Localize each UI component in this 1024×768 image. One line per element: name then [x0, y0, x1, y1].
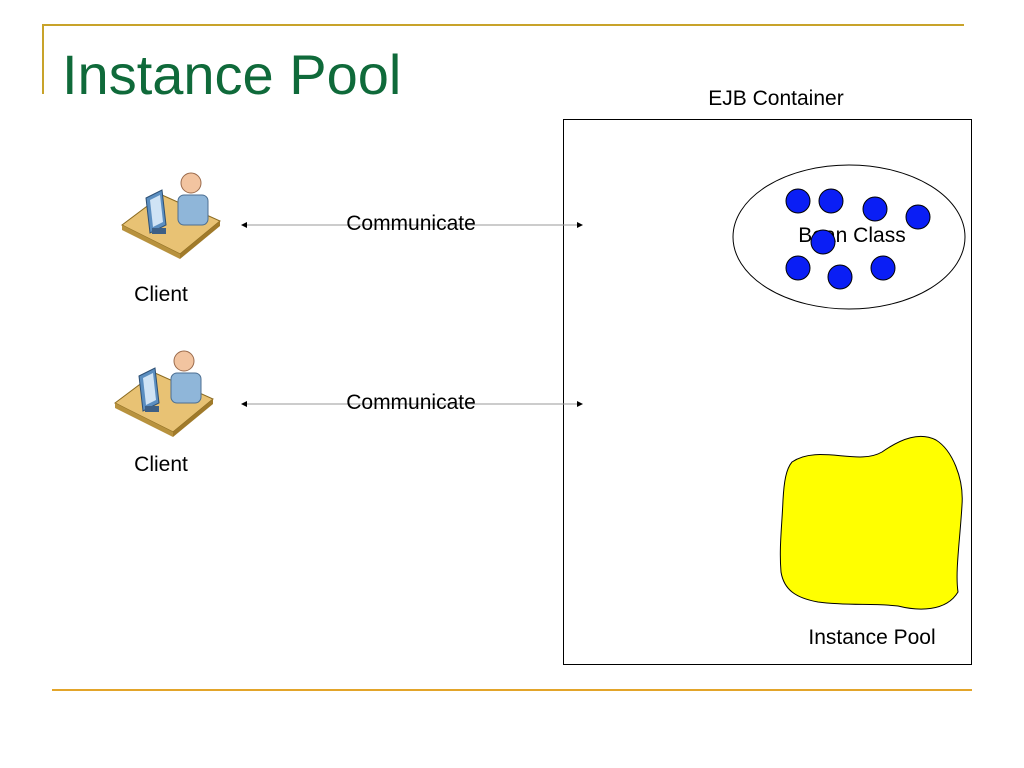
bean-instance — [862, 196, 888, 222]
instance-pool-blob — [779, 436, 963, 610]
client-icon-1 — [121, 172, 221, 259]
bean-instance — [810, 229, 836, 255]
footer-rule — [52, 689, 972, 691]
bean-instance — [785, 255, 811, 281]
header-rule — [42, 24, 964, 26]
ejb-container-box — [563, 119, 972, 665]
client-label-2: Client — [134, 453, 188, 476]
slide-title: Instance Pool — [62, 43, 402, 106]
instance-pool-label: Instance Pool — [808, 626, 936, 649]
bean-instance — [905, 204, 931, 230]
bean-instance — [818, 188, 844, 214]
communicate-label-1: Communicate — [346, 212, 476, 235]
client-icon-2 — [114, 350, 214, 437]
bean-instance — [827, 264, 853, 290]
bean-instance — [870, 255, 896, 281]
client-label-1: Client — [134, 283, 188, 306]
ejb-container-label: EJB Container — [708, 87, 844, 110]
header-corner-rule — [42, 24, 44, 94]
bean-instance — [785, 188, 811, 214]
communicate-label-2: Communicate — [346, 391, 476, 414]
